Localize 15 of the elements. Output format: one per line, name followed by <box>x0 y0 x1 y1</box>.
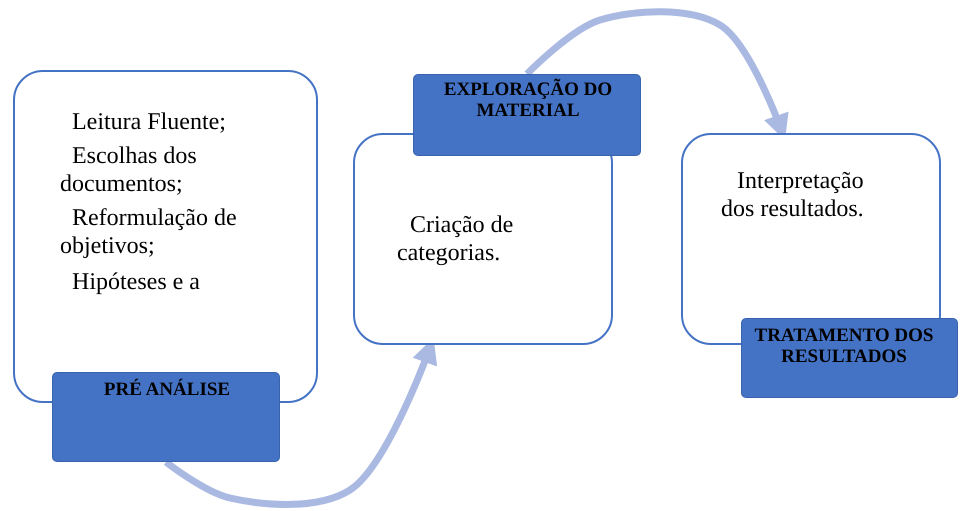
stage-text: Hipóteses e a <box>71 268 201 296</box>
stage-title: PRÉ ANÁLISE <box>102 379 232 400</box>
stage-box <box>681 133 941 345</box>
stage-title-box <box>413 74 641 156</box>
stage-text: Interpretação dos resultados. <box>721 167 865 223</box>
stage-box <box>13 70 318 403</box>
stage-title: TRATAMENTO DOS RESULTADOS <box>754 325 934 367</box>
stage-title-box <box>741 318 958 398</box>
stage-text: Criação de categorias. <box>397 211 514 267</box>
stage-text: Reformulação de objetivos; <box>60 204 238 260</box>
stage-title-box <box>52 372 280 462</box>
stage-text: Leitura Fluente; <box>71 108 227 136</box>
stage-text: Escolhas dos documentos; <box>60 142 198 198</box>
stage-title: EXPLORAÇÃO DO MATERIAL <box>442 79 614 121</box>
stage-box <box>353 133 613 345</box>
